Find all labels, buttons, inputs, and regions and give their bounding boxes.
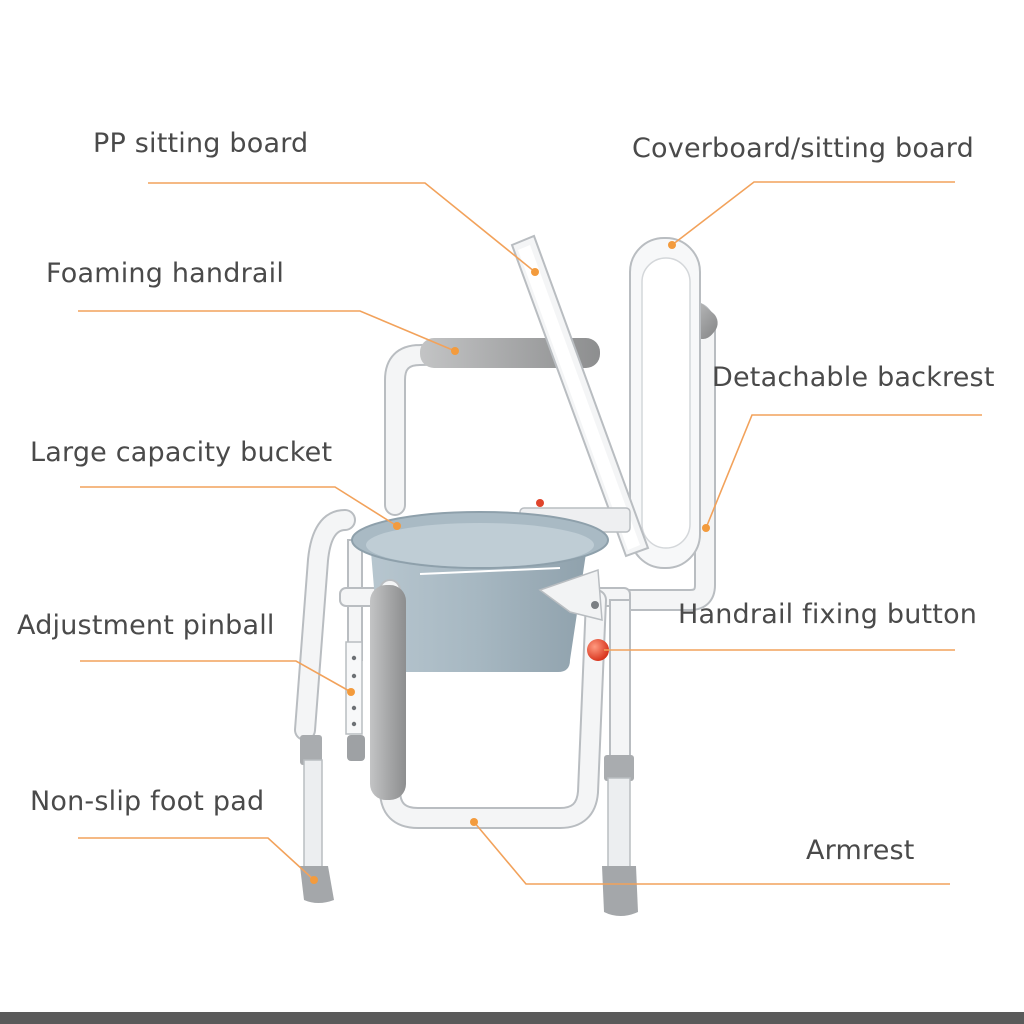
left-armrest-frame bbox=[384, 341, 551, 516]
armrest-foam bbox=[370, 585, 406, 800]
handrail-fixing-button bbox=[587, 639, 609, 661]
label-foot-pad: Non-slip foot pad bbox=[30, 786, 265, 817]
leader-bucket bbox=[80, 486, 398, 527]
label-detachable-backrest: Detachable backrest bbox=[712, 362, 995, 393]
leader-pp-sitting-board bbox=[148, 182, 536, 273]
label-adjustment-pinball: Adjustment pinball bbox=[17, 610, 275, 641]
commode-chair bbox=[294, 234, 718, 916]
front-leg-left bbox=[294, 509, 356, 903]
label-coverboard: Coverboard/sitting board bbox=[632, 133, 974, 164]
coverboard bbox=[629, 237, 701, 569]
leader-detachable-backrest bbox=[705, 414, 982, 529]
leader-lines bbox=[78, 181, 982, 885]
leader-adjustment-pinball bbox=[80, 660, 352, 693]
leader-armrest bbox=[473, 821, 950, 885]
front-leg-right bbox=[602, 599, 638, 916]
label-armrest: Armrest bbox=[806, 835, 915, 866]
label-foaming-handrail: Foaming handrail bbox=[46, 258, 285, 289]
seat-indicator-dot bbox=[536, 499, 544, 507]
handrail-fixing-bracket bbox=[538, 568, 603, 621]
leader-coverboard bbox=[671, 181, 955, 246]
large-capacity-bucket bbox=[351, 511, 609, 672]
label-pp-sitting-board: PP sitting board bbox=[93, 128, 309, 159]
leader-endpoints bbox=[310, 241, 710, 884]
adjustment-leg bbox=[345, 641, 363, 735]
label-bucket: Large capacity bucket bbox=[30, 437, 333, 468]
leader-foaming-handrail bbox=[78, 310, 456, 352]
bottom-divider-bar bbox=[0, 1012, 1024, 1024]
leader-foot-pad bbox=[78, 837, 315, 881]
label-handrail-fixing-button: Handrail fixing button bbox=[678, 599, 978, 630]
pp-sitting-board bbox=[510, 234, 650, 558]
armrest bbox=[370, 579, 607, 829]
